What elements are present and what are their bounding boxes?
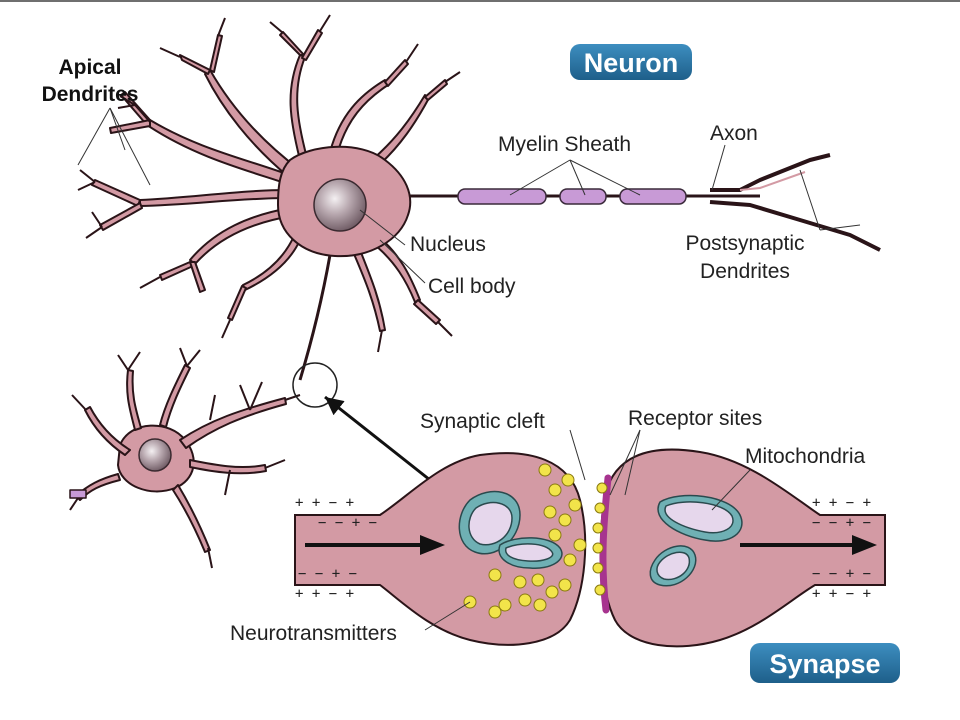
mitochondria-presynaptic	[458, 490, 563, 569]
charge-left-inner-bottom: − − + −	[298, 566, 357, 582]
impulse-arrows	[305, 535, 877, 555]
myelin-sheath-segments	[457, 188, 687, 205]
apical-dendrite-fibers	[77, 14, 461, 353]
small-nucleus	[138, 438, 172, 472]
label-synaptic-cleft: Synaptic cleft	[420, 410, 545, 433]
charge-right-inner-bottom: − − + −	[812, 566, 871, 582]
descending-axon	[298, 254, 332, 381]
zoom-circle	[292, 362, 338, 408]
large-neuron	[77, 14, 881, 381]
neuron-badge-label: Neuron	[584, 48, 679, 78]
label-neurotransmitters: Neurotransmitters	[230, 622, 397, 645]
charge-left-inner-top: − − + −	[318, 515, 377, 531]
label-mitochondria: Mitochondria	[745, 445, 866, 468]
charge-left-top: + + − +	[295, 495, 354, 511]
receptor-sites	[592, 474, 612, 614]
top-border-line	[0, 0, 960, 2]
neuron-badge: Neuron	[570, 44, 692, 80]
synapse-badge: Synapse	[750, 643, 900, 683]
charge-right-inner-top: − − + −	[812, 515, 871, 531]
synapse-badge-label: Synapse	[769, 649, 880, 679]
leader-lines	[77, 107, 861, 631]
label-postsynaptic-line2: Dendrites	[700, 260, 790, 283]
label-nucleus: Nucleus	[410, 233, 486, 256]
zoom-arrow	[324, 395, 431, 482]
charge-right-top: + + − +	[812, 495, 871, 511]
label-apical-line2: Dendrites	[42, 83, 139, 106]
label-receptor-sites: Receptor sites	[628, 407, 762, 430]
mitochondria-postsynaptic	[649, 494, 743, 587]
small-neuron-axon-stub	[69, 489, 87, 499]
label-myelin-sheath: Myelin Sheath	[498, 133, 631, 156]
nucleus	[313, 178, 367, 232]
postsynaptic-terminal	[600, 448, 886, 648]
label-apical-line1: Apical	[58, 56, 121, 79]
label-postsynaptic-line1: Postsynaptic	[685, 232, 804, 255]
synapse	[294, 448, 886, 648]
small-neuron	[69, 347, 301, 569]
label-cell-body: Cell body	[428, 275, 516, 298]
charge-right-bottom: + + − +	[812, 586, 871, 602]
charge-left-bottom: + + − +	[295, 586, 354, 602]
label-axon: Axon	[710, 122, 758, 145]
